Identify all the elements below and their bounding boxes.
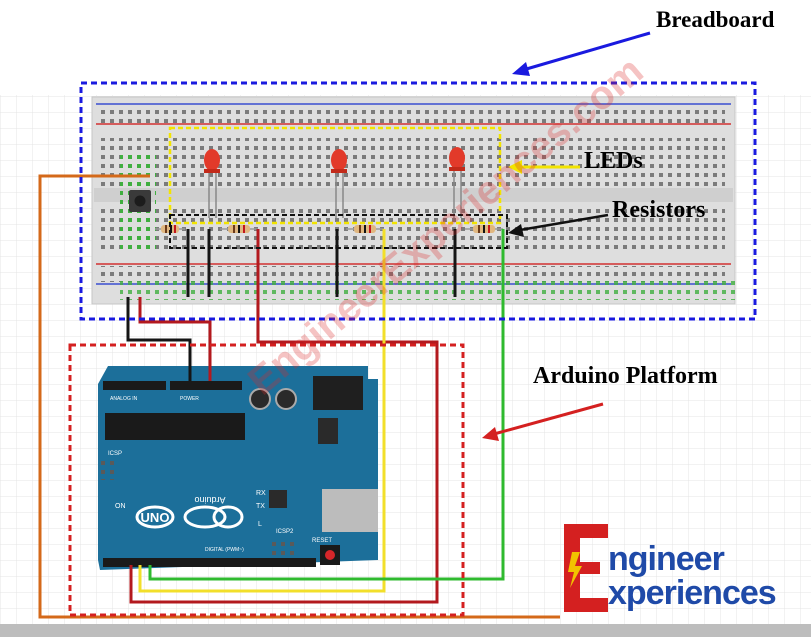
breadboard-arrow (512, 31, 651, 76)
led-3 (449, 147, 465, 218)
logo-word-experiences: xperiences (608, 574, 777, 612)
board-icsp-label: ICSP (108, 451, 122, 457)
breadboard-jumpers (186, 229, 457, 297)
bottom-bar (0, 624, 811, 637)
leds-arrow (508, 160, 580, 174)
arduino-platform-label: Arduino Platform (533, 363, 718, 389)
leds-label: LEDs (584, 148, 643, 174)
board-brand-label: UNO (141, 510, 170, 525)
board-digital-label: DIGITAL (PWM~) (205, 547, 244, 553)
resistors-arrow (508, 213, 609, 237)
led-2 (331, 149, 347, 218)
resistor-3 (346, 225, 384, 233)
resistor-4 (465, 225, 503, 233)
logo-e-mark (564, 524, 608, 612)
wire-led-1 (129, 229, 439, 604)
wiring (38, 174, 560, 619)
board-reset-label: RESET (312, 538, 332, 544)
logo-word-engineer: ngineer (608, 540, 725, 578)
led-1 (204, 149, 220, 218)
wire-5v (138, 297, 212, 381)
engineer-experiences-logo: ngineer xperiences (560, 522, 800, 618)
board-on-label: ON (115, 503, 126, 510)
resistor-highlight-box (169, 214, 508, 249)
board-analog-label: ANALOG IN (110, 396, 138, 402)
resistor-1 (155, 225, 185, 233)
board-power-label: POWER (180, 396, 199, 402)
arduino-board: UNO Arduino RX TX L ON ICSP ICSP2 RESET … (96, 366, 378, 570)
board-tx-label: TX (256, 503, 265, 510)
breadboard-label: Breadboard (656, 7, 775, 32)
wire-led-3 (148, 229, 505, 581)
wire-button (38, 174, 560, 619)
resistor-2 (220, 225, 258, 233)
push-button (129, 190, 151, 212)
board-l-label: L (258, 521, 262, 528)
arduino-highlight-box (68, 343, 465, 617)
led-highlight-box (168, 126, 502, 225)
breadboard (91, 96, 736, 305)
board-icsp2-label: ICSP2 (276, 529, 294, 535)
arduino-arrow (482, 402, 604, 441)
breadboard-highlight-box (79, 81, 757, 321)
board-rx-label: RX (256, 490, 266, 497)
board-name-label: Arduino (194, 495, 225, 505)
wire-led-2 (138, 229, 386, 593)
resistors-label: Resistors (612, 197, 706, 223)
wire-gnd (126, 297, 192, 381)
